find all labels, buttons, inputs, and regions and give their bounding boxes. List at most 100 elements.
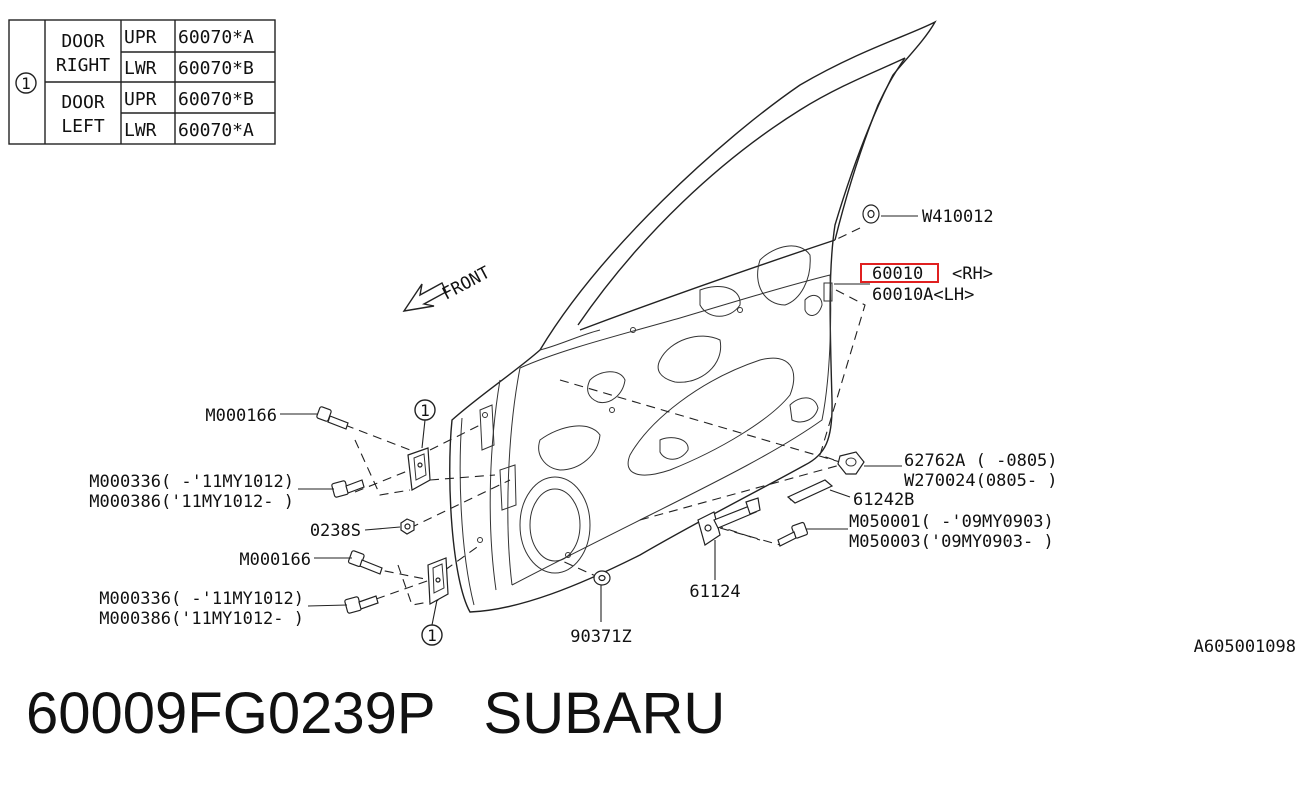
front-label: FRONT — [439, 263, 494, 305]
leader-line — [307, 604, 348, 607]
window-belt-line — [579, 239, 836, 331]
check-link-61124-icon[interactable] — [697, 497, 761, 546]
speaker-hole — [519, 476, 591, 574]
lower-hinge-icon[interactable] — [427, 557, 449, 605]
bumper-62762a-icon[interactable] — [837, 451, 865, 475]
door-label: DOOR — [61, 92, 105, 113]
bolt-m000336-top-icon[interactable] — [331, 479, 365, 498]
part-number-cell[interactable]: 60070*A — [178, 27, 254, 48]
door-inner-edge — [507, 367, 521, 586]
label-w270024[interactable]: W270024(0805- ) — [904, 471, 1058, 491]
hinge-reinforcement — [479, 404, 495, 451]
part-number-cell[interactable]: 60070*B — [178, 58, 254, 79]
grommet-90371z-icon[interactable] — [593, 570, 611, 586]
guide-line — [559, 379, 841, 463]
guide-line — [819, 289, 866, 463]
leader-line — [431, 599, 438, 626]
label-leaders — [280, 215, 918, 622]
mount-hole — [565, 552, 571, 558]
mount-hole — [477, 537, 483, 543]
front-arrow-icon — [402, 282, 447, 312]
diagram-id: A605001098 — [1194, 637, 1296, 657]
guide-line — [361, 579, 431, 605]
label-rh: <RH> — [952, 264, 993, 284]
seal-61242b-icon[interactable] — [786, 479, 834, 504]
front-direction-indicator: FRONT — [402, 263, 494, 312]
label-0238s[interactable]: 0238S — [310, 521, 361, 541]
guide-line — [344, 424, 411, 451]
guide-line — [559, 559, 601, 579]
guide-line — [369, 567, 431, 581]
bolt-m000166-top-icon[interactable] — [316, 406, 349, 430]
bolt-m000166-bottom-icon[interactable] — [347, 550, 383, 575]
position-label: UPR — [124, 27, 157, 48]
callout-circle — [15, 72, 37, 94]
label-m050001[interactable]: M050001( -'09MY0903) — [849, 512, 1054, 532]
leader-line — [364, 526, 401, 531]
hinge-reference-table: 1 DOOR RIGHT DOOR LEFT UPR LWR UPR LWR 6… — [8, 19, 276, 145]
hardware-parts — [316, 204, 880, 614]
label-m000336-top[interactable]: M000336( -'11MY1012) — [89, 472, 294, 492]
mount-hole — [482, 412, 488, 418]
leader-line — [421, 419, 426, 449]
mount-hole — [630, 327, 636, 333]
position-label: UPR — [124, 89, 157, 110]
small-opening — [804, 294, 823, 316]
bolt-m000336-bottom-icon[interactable] — [344, 595, 379, 614]
guide-line — [699, 519, 761, 541]
upper-opening — [757, 245, 811, 306]
small-opening — [789, 397, 819, 423]
footer-brand: SUBARU — [483, 681, 726, 746]
mount-hole — [609, 407, 615, 413]
label-60010[interactable]: 60010 — [872, 264, 923, 284]
nut-0238s-icon[interactable] — [400, 518, 415, 535]
position-label: LWR — [124, 58, 157, 79]
label-m000386-top[interactable]: M000386('11MY1012- ) — [89, 492, 294, 512]
label-m000386-bottom[interactable]: M000386('11MY1012- ) — [99, 609, 304, 629]
label-m050003[interactable]: M050003('09MY0903- ) — [849, 532, 1054, 552]
window-frame-inner — [577, 57, 906, 326]
small-opening — [587, 371, 626, 404]
latch-hole — [823, 282, 833, 302]
guide-line — [409, 479, 511, 529]
footer-caption: 60009FG0239P SUBARU — [26, 680, 725, 747]
door-inner-edge — [489, 379, 501, 591]
table-marker: 1 — [21, 74, 31, 93]
door-side-label: LEFT — [61, 116, 105, 137]
guide-line — [429, 424, 481, 451]
callout-marker: 1 — [427, 626, 437, 645]
mount-hole — [737, 307, 743, 313]
label-m000336-bottom[interactable]: M000336( -'11MY1012) — [99, 589, 304, 609]
label-w410012[interactable]: W410012 — [922, 207, 994, 227]
label-61242b[interactable]: 61242B — [853, 490, 914, 510]
front-door-panel — [449, 20, 937, 613]
upper-hinge-icon[interactable] — [407, 447, 431, 491]
service-opening — [627, 357, 795, 476]
label-90371z[interactable]: 90371Z — [570, 627, 631, 647]
label-60010a[interactable]: 60010A<LH> — [872, 285, 974, 305]
part-number-cell[interactable]: 60070*A — [178, 120, 254, 141]
door-front-edge — [459, 417, 475, 606]
bolt-m050001-icon[interactable] — [777, 521, 809, 547]
position-label: LWR — [124, 120, 157, 141]
check-link-mount — [499, 464, 517, 511]
guide-line — [429, 474, 496, 481]
part-number-cell[interactable]: 60070*B — [178, 89, 254, 110]
speaker-hole-inner — [529, 488, 581, 562]
highlight-box — [860, 263, 939, 283]
guide-line — [354, 439, 411, 496]
upper-opening — [699, 286, 741, 317]
label-62762a[interactable]: 62762A ( -0805) — [904, 451, 1058, 471]
guide-line — [834, 227, 861, 241]
label-m000166-bottom[interactable]: M000166 — [239, 550, 311, 570]
inner-panel-outline — [511, 274, 832, 586]
clip-w410012-icon[interactable] — [862, 204, 880, 224]
footer-part-number: 60009FG0239P — [26, 681, 436, 746]
door-side-label: RIGHT — [56, 55, 110, 76]
label-61124[interactable]: 61124 — [689, 582, 740, 602]
door-edge-line — [539, 329, 601, 351]
label-m000166-top[interactable]: M000166 — [205, 406, 277, 426]
guide-line — [639, 464, 841, 521]
